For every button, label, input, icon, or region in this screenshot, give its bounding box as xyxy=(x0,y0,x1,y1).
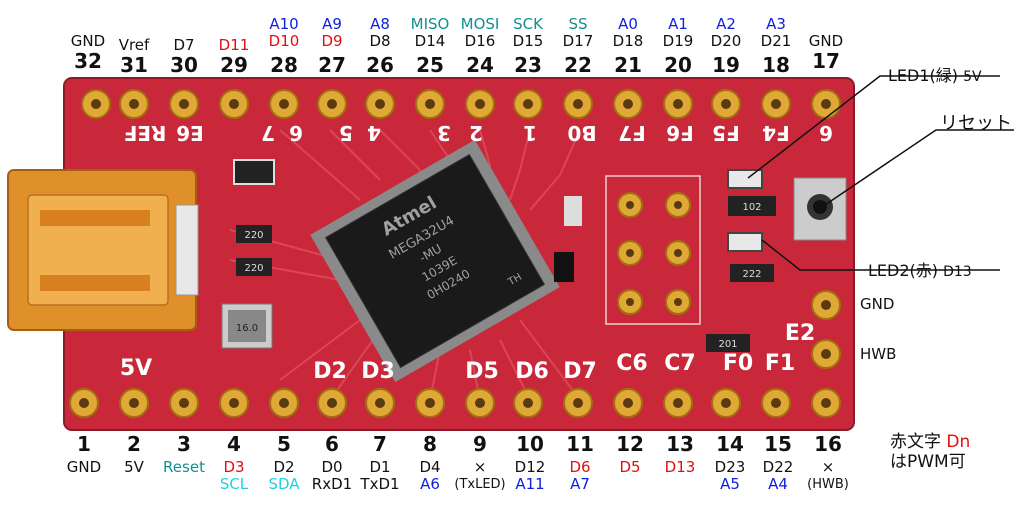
pin-8-label: 8 D4 A6 xyxy=(419,432,441,493)
pin-2-label: 2 5V xyxy=(124,432,144,476)
pin-5-label: 5 D2 SDA xyxy=(268,432,300,493)
svg-text:5V: 5V xyxy=(120,356,152,381)
icsp-pads xyxy=(605,175,701,325)
pin-3-label: 3 Reset xyxy=(163,432,205,476)
svg-text:F5: F5 xyxy=(712,121,740,145)
svg-text:D5: D5 xyxy=(465,359,499,384)
reset-callout: リセット xyxy=(940,113,1012,134)
bottom-pads xyxy=(69,388,841,418)
pwm-legend: 赤文字 Dn はPWM可 xyxy=(890,432,971,472)
pin-31-label: Vref 31 xyxy=(118,36,150,77)
svg-text:102: 102 xyxy=(742,202,761,213)
silk-bottom-row: D2 D3 D5 D6 D7 C6 C7 F0 F1 E2 5V xyxy=(120,321,815,384)
pin-6-label: 6 D0 RxD1 xyxy=(311,432,353,493)
gnd-side-label: GND xyxy=(860,295,895,313)
svg-text:3: 3 xyxy=(437,121,451,145)
pin-10-label: 10 D12 A11 xyxy=(514,432,546,493)
svg-text:D7: D7 xyxy=(563,359,597,384)
svg-text:D3: D3 xyxy=(361,359,395,384)
led1-callout: LED1(緑) 5V xyxy=(888,66,982,85)
smd-components: 220 220 16.0 102 222 201 xyxy=(221,159,847,352)
pin-14-label: 14 D23 A5 xyxy=(714,432,746,493)
pin-21-label: A0 D18 21 xyxy=(612,15,644,77)
pin-30-label: D7 30 xyxy=(170,36,198,77)
pin-29-label: D11 29 xyxy=(218,36,250,77)
svg-text:6: 6 xyxy=(289,121,303,145)
pin-26-label: A8 D8 26 xyxy=(366,15,394,77)
pin-16-label: 16 × (HWB) xyxy=(807,432,849,492)
led2-callout: LED2(赤) D13 xyxy=(868,261,972,280)
svg-text:F6: F6 xyxy=(666,121,694,145)
callout-lines xyxy=(747,75,1014,271)
svg-text:F7: F7 xyxy=(618,121,646,145)
pin-18-label: A3 D21 18 xyxy=(760,15,792,77)
pin-4-label: 4 D3 SCL xyxy=(219,432,249,493)
pin-24-label: MOSI D16 24 xyxy=(460,15,500,77)
svg-text:4: 4 xyxy=(367,121,381,145)
pin-25-label: MISO D14 25 xyxy=(410,15,450,77)
pin-27-label: A9 D9 27 xyxy=(318,15,346,77)
svg-text:F1: F1 xyxy=(765,351,795,376)
pin-15-label: 15 D22 A4 xyxy=(762,432,794,493)
svg-text:201: 201 xyxy=(718,339,737,350)
pin-28-label: A10 D10 28 xyxy=(268,15,300,77)
svg-text:D2: D2 xyxy=(313,359,347,384)
svg-text:2: 2 xyxy=(469,121,483,145)
svg-text:5: 5 xyxy=(339,121,353,145)
svg-text:220: 220 xyxy=(244,263,263,274)
pin-20-label: A1 D19 20 xyxy=(662,15,694,77)
microcontroller-chip xyxy=(310,139,560,383)
svg-text:D6: D6 xyxy=(515,359,549,384)
pin-23-label: SCK D15 23 xyxy=(512,15,544,77)
pin-17-label: GND 17 xyxy=(808,32,844,73)
svg-text:1: 1 xyxy=(523,121,537,145)
svg-text:C7: C7 xyxy=(664,351,695,376)
svg-text:220: 220 xyxy=(244,230,263,241)
pin-13-label: 13 D13 xyxy=(664,432,696,476)
pin-9-label: 9 × (TxLED) xyxy=(454,432,506,492)
pin-32-label: GND 32 xyxy=(70,32,106,73)
pin-22-label: SS D17 22 xyxy=(562,15,594,77)
pin-11-label: 11 D6 A7 xyxy=(566,432,594,493)
pin-19-label: A2 D20 19 xyxy=(710,15,742,77)
pin-7-label: 7 D1 TxD1 xyxy=(360,432,400,493)
pin-12-label: 12 D5 xyxy=(616,432,644,476)
usb-connector xyxy=(7,169,199,331)
silk-top-row: E6 REF 6 7 4 5 2 3 1 B0 F7 F6 F5 F4 6 xyxy=(124,121,833,145)
svg-text:B0: B0 xyxy=(567,121,596,145)
svg-text:16.0: 16.0 xyxy=(236,323,258,334)
hwb-side-label: HWB xyxy=(860,345,897,363)
svg-text:REF: REF xyxy=(124,121,167,145)
svg-text:E2: E2 xyxy=(785,321,815,346)
pin-1-label: 1 GND xyxy=(66,432,102,476)
right-pads xyxy=(811,290,841,369)
svg-text:F4: F4 xyxy=(762,121,790,145)
svg-text:F0: F0 xyxy=(723,351,753,376)
svg-text:6: 6 xyxy=(819,121,833,145)
svg-text:C6: C6 xyxy=(616,351,647,376)
svg-text:E6: E6 xyxy=(176,121,204,145)
svg-text:7: 7 xyxy=(261,121,275,145)
svg-text:222: 222 xyxy=(742,269,761,280)
